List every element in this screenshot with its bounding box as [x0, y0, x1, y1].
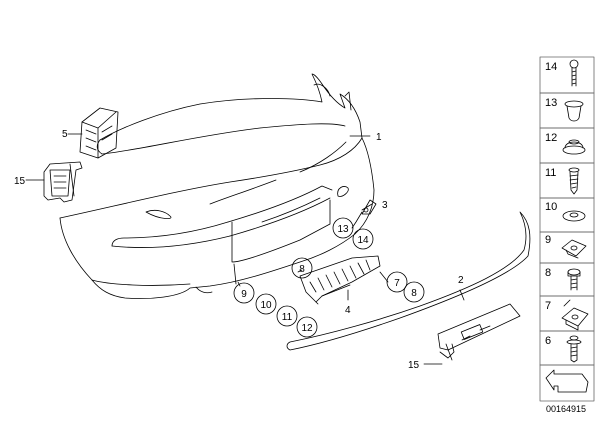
callout-11: 11	[282, 312, 293, 323]
clip-nut-icon	[561, 299, 589, 331]
callout-2: 2	[458, 275, 464, 286]
air-guide-grille	[299, 255, 381, 305]
sidebar-item-7-label: 7	[545, 300, 551, 312]
doc-number: 00164915	[546, 404, 586, 414]
sidebar-labels: 14 13 12 11 10 9 8 7 6	[545, 61, 557, 347]
sidebar-item-12-label: 12	[545, 132, 557, 144]
sidebar-item-10-label: 10	[545, 201, 557, 213]
screw-with-washer-icon	[566, 335, 582, 363]
callout-10: 10	[260, 300, 272, 311]
callout-8-left: 8	[299, 264, 305, 275]
callouts: 5 15 1 3 2 4 15	[14, 129, 464, 371]
callout-8-right: 8	[411, 288, 417, 299]
self-tapping-screw-icon	[568, 167, 580, 195]
callout-15-bracket: 15	[14, 176, 26, 187]
sidebar-item-8-label: 8	[545, 267, 551, 279]
bolt-icon	[569, 59, 579, 87]
spring-nut-icon	[561, 239, 587, 259]
clip-part	[361, 199, 377, 215]
arrow-icon	[545, 369, 589, 393]
callout-3: 3	[382, 200, 388, 211]
grommet-icon	[562, 139, 586, 155]
parts-sidebar	[539, 56, 595, 402]
sidebar-item-11-label: 11	[545, 167, 556, 179]
lower-trim-strip	[286, 211, 531, 351]
mounting-block	[79, 107, 119, 159]
callout-7: 7	[394, 278, 400, 289]
expanding-rivet-icon	[564, 100, 584, 122]
flange-screw-icon	[567, 268, 581, 291]
callout-15-plate: 15	[408, 360, 420, 371]
washer-icon	[562, 210, 586, 222]
sidebar-item-9-label: 9	[545, 234, 551, 246]
callout-12: 12	[301, 323, 313, 334]
callout-4: 4	[345, 305, 351, 316]
sidebar-item-13-label: 13	[545, 97, 557, 109]
bumper-trim-panel	[59, 73, 375, 299]
callout-13: 13	[337, 224, 349, 235]
circled-callouts: 13 14 8 7 8 9 10 11 12	[233, 217, 425, 338]
sidebar-item-14-label: 14	[545, 61, 557, 73]
callout-14: 14	[357, 235, 369, 246]
callout-5: 5	[62, 129, 68, 140]
license-plate-base	[437, 303, 521, 361]
leader-lines	[25, 133, 465, 365]
sidebar-item-6-label: 6	[545, 335, 551, 347]
callout-9: 9	[241, 289, 247, 300]
side-bracket	[43, 161, 83, 203]
callout-1: 1	[376, 132, 382, 143]
